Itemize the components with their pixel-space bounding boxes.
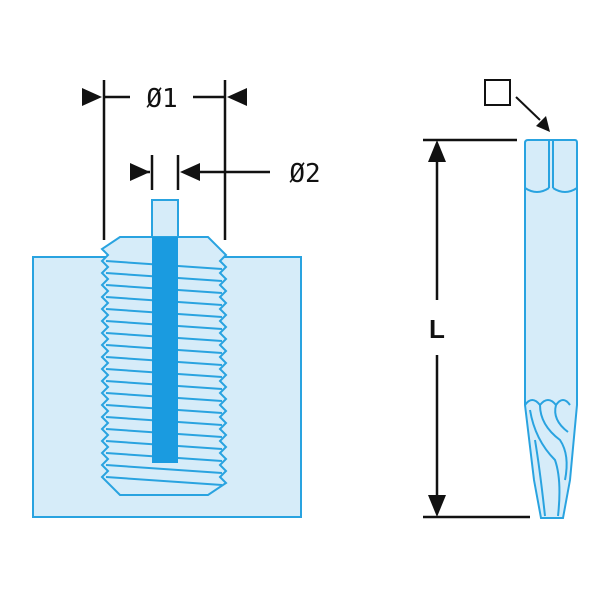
extractor-tool: [524, 139, 578, 519]
dimension-diameter-1: [82, 80, 247, 240]
diameter-1-label: Ø1: [146, 84, 177, 114]
length-label: L: [429, 314, 445, 344]
pin: [151, 199, 179, 463]
thread-line: [105, 476, 223, 486]
square-drive-icon: [484, 79, 511, 106]
hex-drive-callout: [484, 79, 550, 132]
dimension-length: [423, 138, 530, 519]
diameter-2-label: Ø2: [289, 159, 320, 189]
thread-line: [105, 464, 223, 474]
dimension-diameter-2: [130, 155, 270, 190]
